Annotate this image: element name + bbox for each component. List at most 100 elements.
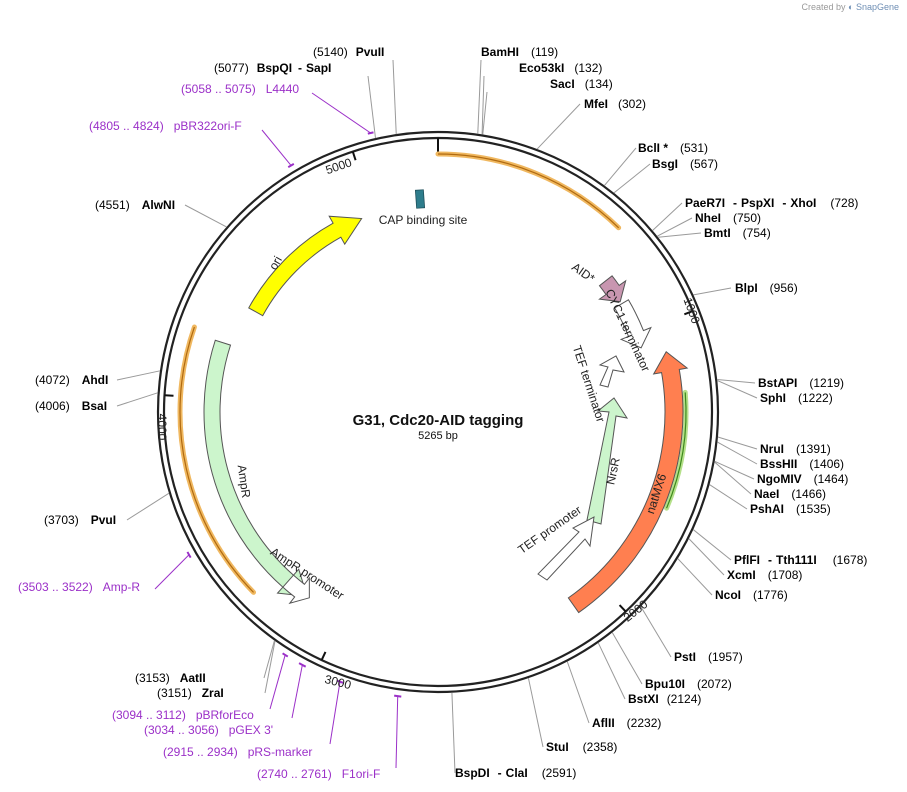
enzyme-ahdi[interactable]: (4072)AhdI	[35, 373, 108, 387]
enzyme-bsshii[interactable]: BssHII(1406)	[760, 457, 844, 471]
enzyme-bspdi-name: BspDI	[455, 766, 490, 780]
enzyme-saci-name: SacI	[550, 77, 575, 91]
feature-tef-promoter[interactable]	[537, 516, 595, 581]
enzyme-zrai-name: ZraI	[202, 686, 224, 700]
enzyme-tth111i-pos: (1678)	[833, 553, 868, 567]
enzyme-mfei[interactable]: MfeI(302)	[584, 97, 646, 111]
enzyme-aatii[interactable]: (3153)AatII	[135, 671, 206, 685]
enzyme-alwni-name: AlwNI	[142, 198, 175, 212]
primer-pbr322ori-f[interactable]: (4805 .. 4824)pBR322ori-F	[89, 119, 242, 133]
feature-ori[interactable]	[248, 215, 363, 317]
enzyme-line-0	[392, 59, 397, 135]
enzyme-bsshii-pos: (1406)	[809, 457, 844, 471]
tick-label-3000: 3000	[323, 672, 353, 692]
enzyme-ngomiv-name: NgoMIV	[757, 472, 802, 486]
enzyme-saci[interactable]: SacI(134)	[550, 77, 613, 91]
primer-f1ori-f[interactable]: (2740 .. 2761)F1ori-F	[257, 767, 380, 781]
enzyme-nhei[interactable]: NheI(750)	[695, 211, 761, 225]
primer-f1ori-f-name: F1ori-F	[342, 767, 381, 781]
enzyme-bsgi[interactable]: BsgI(567)	[652, 157, 718, 171]
enzyme-naei-name: NaeI	[754, 487, 779, 501]
primer-line-4	[291, 664, 303, 719]
enzyme-bspqi-name: BspQI	[257, 61, 292, 75]
enzyme-line-13	[717, 380, 758, 399]
enzyme-aflii[interactable]: AflII(2232)	[592, 716, 661, 730]
primer-pbrforeco[interactable]: (3094 .. 3112)pBRforEco	[112, 708, 254, 722]
enzyme-pshai[interactable]: PshAI(1535)	[750, 502, 831, 516]
enzyme-mfei-pos: (302)	[618, 97, 646, 111]
enzyme-pvui[interactable]: (3703)PvuI	[44, 513, 116, 527]
primer-line-6	[395, 696, 399, 769]
enzyme-line-12	[717, 378, 756, 384]
enzyme-line-19	[692, 529, 732, 561]
enzyme-eco53ki-name: Eco53kI	[519, 61, 564, 75]
feature-cap-binding-site[interactable]	[414, 189, 426, 209]
primer-pgex3-name: pGEX 3'	[229, 723, 273, 737]
enzyme-ahdi-pos: (4072)	[35, 373, 70, 387]
enzyme-alwni[interactable]: (4551)AlwNI	[95, 198, 175, 212]
enzyme-ncoi-pos: (1776)	[753, 588, 788, 602]
feature-nrsr[interactable]	[586, 397, 629, 525]
enzyme-nrui[interactable]: NruI(1391)	[760, 442, 831, 456]
primer-pgex3[interactable]: (3034 .. 3056) pGEX 3'	[144, 723, 273, 737]
enzyme-bstxi[interactable]: BstXI(2124)	[628, 692, 701, 706]
enzyme-blpi[interactable]: BlpI(956)	[735, 281, 798, 295]
primer-l4440[interactable]: (5058 .. 5075)L4440	[181, 82, 299, 96]
enzyme-line-21	[677, 558, 713, 596]
feature-natmx6[interactable]	[567, 351, 689, 614]
feature-cyc1-terminator[interactable]	[613, 299, 652, 349]
feature-labels: CAP binding site AID* CYC1 terminator TE…	[235, 213, 670, 603]
enzyme-naei[interactable]: NaeI (1466)	[754, 487, 826, 501]
enzyme-ncoi[interactable]: NcoI (1776)	[715, 588, 788, 602]
enzyme-pflfi-name: PflFI	[734, 553, 760, 567]
orf-arc-top-core	[437, 153, 620, 229]
primer-prs-marker-range: (2915 .. 2934)	[163, 745, 238, 759]
enzyme-bamhi[interactable]: BamHI(119)	[481, 45, 558, 59]
enzyme-eco53ki[interactable]: Eco53kI(132)	[519, 61, 602, 75]
enzyme-bstapi[interactable]: BstAPI(1219)	[758, 376, 844, 390]
feature-aid[interactable]	[598, 275, 627, 303]
enzyme-bamhi-name: BamHI	[481, 45, 519, 59]
enzyme-sphi[interactable]: SphI(1222)	[760, 391, 833, 405]
enzyme-pvuii[interactable]: (5140)PvuII	[313, 45, 384, 59]
enzyme-naei-pos: (1466)	[791, 487, 826, 501]
primer-prs-marker[interactable]: (2915 .. 2934)pRS-marker	[163, 745, 312, 759]
enzyme-lines	[116, 59, 758, 774]
enzyme-stui[interactable]: StuI (2358)	[546, 740, 617, 754]
primer-amp-r[interactable]: (3503 .. 3522)Amp-R	[18, 580, 140, 594]
feature-tef-terminator[interactable]	[598, 355, 625, 388]
enzyme-pflfi-tth111i[interactable]: PflFI-Tth111I(1678)	[734, 553, 867, 567]
primer-line-5	[329, 681, 341, 745]
primer-pbrforeco-name: pBRforEco	[196, 708, 254, 722]
enzyme-paer7i-pspxi-xhoi[interactable]: PaeR7I-PspXI-XhoI(728)	[685, 196, 858, 210]
enzyme-clai-name: ClaI	[506, 766, 528, 780]
enzyme-bcli[interactable]: BclI *(531)	[638, 141, 708, 155]
primer-pgex3-range: (3034 .. 3056)	[144, 723, 219, 737]
enzyme-psti-pos: (1957)	[708, 650, 743, 664]
features	[203, 189, 689, 614]
enzyme-bmti[interactable]: BmtI(754)	[704, 226, 771, 240]
enzyme-labels: (5140)PvuII (5077)BspQI-SapI BamHI(119) …	[35, 45, 867, 780]
enzyme-psti[interactable]: PstI(1957)	[674, 650, 743, 664]
enzyme-ngomiv[interactable]: NgoMIV(1464)	[757, 472, 848, 486]
enzyme-bspdi-clai[interactable]: BspDI-ClaI(2591)	[455, 766, 576, 780]
enzyme-bmti-name: BmtI	[704, 226, 731, 240]
enzyme-stui-pos: (2358)	[583, 740, 618, 754]
enzyme-sphi-pos: (1222)	[798, 391, 833, 405]
plasmid-name: G31, Cdc20-AID tagging	[353, 412, 524, 429]
enzyme-zrai[interactable]: (3151)ZraI	[157, 686, 224, 700]
enzyme-xcmi[interactable]: XcmI(1708)	[727, 568, 802, 582]
primer-lines	[154, 92, 402, 769]
enzyme-line-20	[688, 538, 725, 576]
feature-ampr-promoter[interactable]	[282, 574, 310, 605]
enzyme-bpu10i[interactable]: Bpu10I(2072)	[645, 677, 732, 691]
enzyme-ncoi-name: NcoI	[715, 588, 741, 602]
primer-labels: (5058 .. 5075)L4440 (4805 .. 4824)pBR322…	[18, 82, 380, 781]
enzyme-bsai[interactable]: (4006)BsaI	[35, 399, 107, 413]
enzyme-stui-name: StuI	[546, 740, 569, 754]
enzyme-pvuii-name: PvuII	[356, 45, 385, 59]
enzyme-line-18	[709, 484, 748, 510]
enzyme-line-8	[652, 202, 683, 231]
enzyme-bspqi-sapi[interactable]: (5077)BspQI-SapI	[214, 61, 331, 75]
plasmid-length: 5265 bp	[418, 430, 458, 442]
